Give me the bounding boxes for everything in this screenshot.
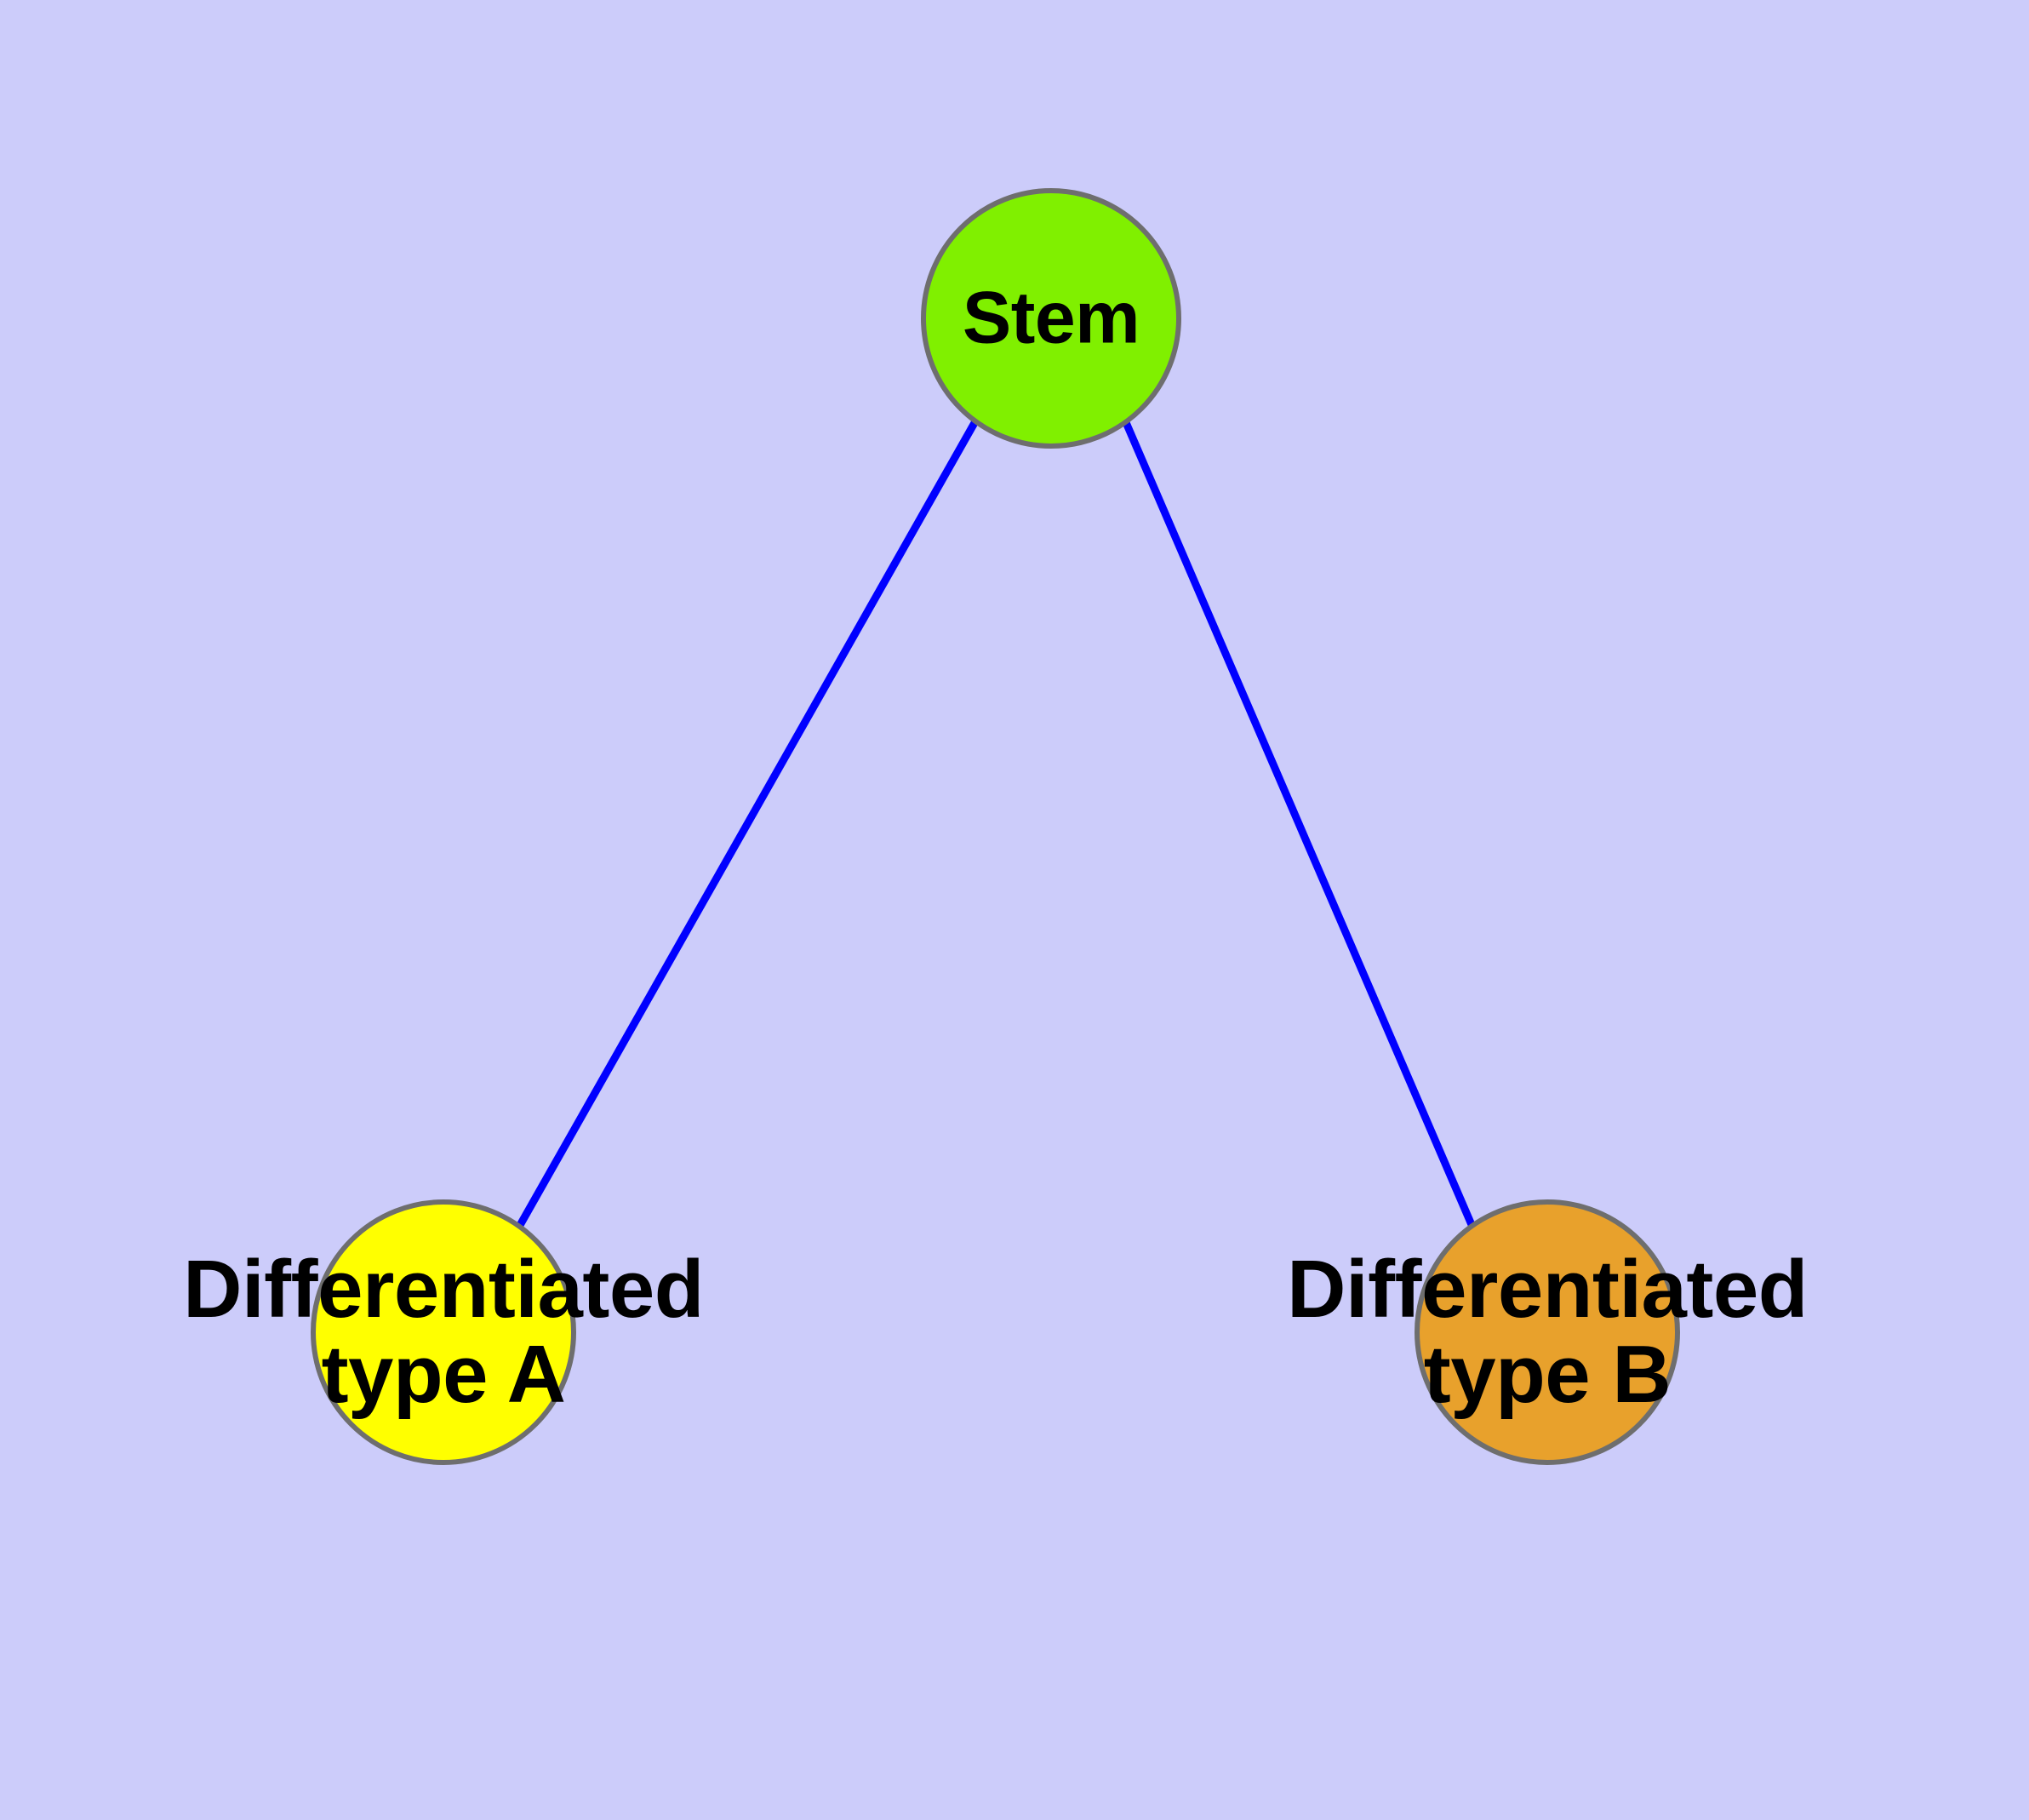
edge-stem-to-a	[516, 419, 979, 1229]
edge-stem-to-b	[1121, 419, 1477, 1228]
nodes-group	[311, 188, 1680, 1465]
node-diff-b[interactable]	[1415, 1199, 1680, 1465]
node-stem[interactable]	[921, 188, 1181, 449]
node-diff-a[interactable]	[311, 1199, 576, 1465]
edges-group	[516, 419, 1477, 1229]
